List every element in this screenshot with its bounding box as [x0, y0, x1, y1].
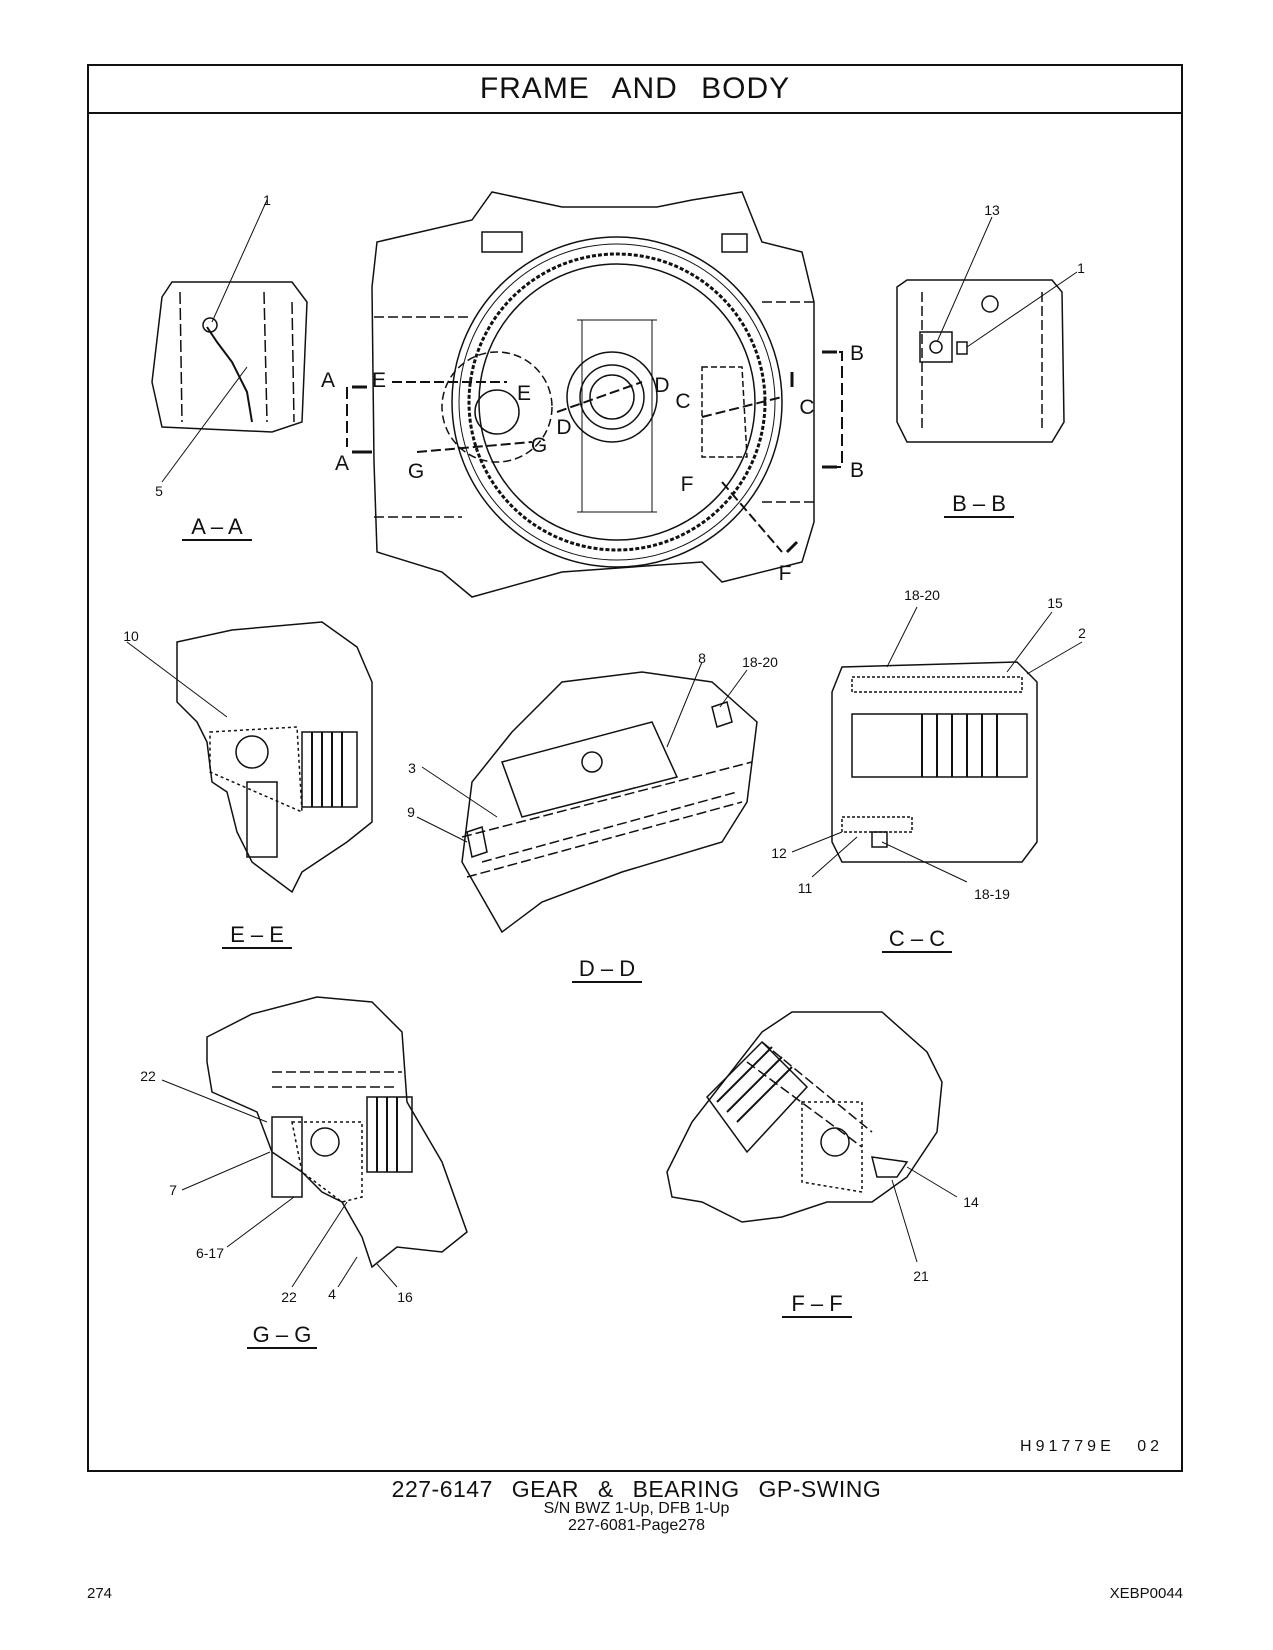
callout-cc-18-19: 18-19 — [974, 886, 1010, 902]
callout-cc-15: 15 — [1047, 595, 1063, 611]
callout-gg-22: 22 — [140, 1068, 156, 1084]
swing-bearing-outer — [451, 236, 783, 568]
callout-gg-16: 16 — [397, 1289, 413, 1305]
callout-dd-8: 8 — [698, 650, 706, 666]
callout-bb-13: 13 — [984, 202, 1000, 218]
section-letter-f: F — [681, 473, 694, 496]
section-letter-e: E — [517, 382, 531, 405]
swing-drive-hub — [566, 351, 658, 443]
section-letter-e: E — [372, 369, 386, 392]
section-letter-b: B — [850, 342, 864, 365]
view-label-f-f: F – F — [791, 1291, 842, 1316]
callout-gg-7: 7 — [169, 1182, 177, 1198]
view-c-c-drawing — [791, 606, 1083, 883]
callout-ff-21: 21 — [913, 1268, 929, 1284]
parts-illustration: A – A B – B E – E D – D C – C F – F G – … — [123, 191, 1086, 1349]
page-title: FRAME AND BODY — [89, 66, 1181, 114]
callout-ff-14: 14 — [963, 1194, 979, 1210]
callout-cc-12: 12 — [771, 845, 787, 861]
bearing-ball — [235, 735, 269, 769]
callout-gg-22-lower: 22 — [281, 1289, 297, 1305]
callout-dd-3: 3 — [408, 760, 416, 776]
grease-fitting — [202, 317, 218, 333]
main-frame-top-view — [346, 191, 843, 598]
view-a-a-drawing — [151, 199, 308, 483]
section-letter-a: A — [321, 369, 335, 392]
view-e-e-drawing — [126, 621, 373, 894]
callout-cc-2: 2 — [1078, 625, 1086, 641]
callout-cc-11: 11 — [798, 880, 813, 896]
view-label-g-g: G – G — [253, 1322, 312, 1347]
section-letter-g: G — [408, 460, 424, 483]
callout-bb-1: 1 — [1077, 260, 1085, 276]
reference-page: 227-6081-Page278 — [567, 1517, 705, 1534]
callout-aa-1: 1 — [263, 192, 271, 208]
document-id: XEBP0044 — [1109, 1585, 1183, 1602]
section-letter-b: B — [850, 459, 864, 482]
figure-frame: FRAME AND BODY — [87, 64, 1183, 1472]
callout-dd-9: 9 — [407, 804, 415, 820]
view-label-c-c: C – C — [889, 926, 945, 951]
callout-dd-18-20: 18-20 — [742, 654, 778, 670]
callout-gg-4: 4 — [328, 1286, 336, 1302]
callout-cc-18-20: 18-20 — [904, 587, 940, 603]
view-b-b-drawing — [896, 216, 1078, 443]
section-letter-g: G — [531, 434, 547, 457]
callout-gg-6-17: 6-17 — [196, 1245, 224, 1261]
view-label-a-a: A – A — [191, 514, 243, 539]
section-letter-a: A — [335, 452, 349, 475]
view-g-g-drawing — [161, 996, 468, 1288]
section-letter-c: C — [799, 396, 814, 419]
drawing-code: H91779E 02 — [1020, 1438, 1163, 1455]
assembly-title: 227-6147 GEAR & BEARING GP-SWING — [391, 1476, 882, 1502]
section-letter-d: D — [654, 374, 669, 397]
view-label-b-b: B – B — [952, 491, 1006, 516]
view-label-e-e: E – E — [230, 922, 284, 947]
view-label-d-d: D – D — [579, 956, 635, 981]
page-number: 274 — [87, 1585, 113, 1602]
callout-ee-10: 10 — [123, 628, 139, 644]
section-letter-d: D — [556, 416, 571, 439]
serial-range: S/N BWZ 1-Up, DFB 1-Up — [543, 1500, 730, 1517]
section-letter-c: C — [675, 390, 690, 413]
ring-gear — [467, 252, 767, 552]
view-d-d-drawing — [416, 661, 758, 934]
section-letter-f: F — [779, 562, 792, 585]
callout-aa-5: 5 — [155, 483, 163, 499]
pinion-housing — [441, 351, 553, 463]
view-f-f-drawing — [666, 1011, 958, 1263]
